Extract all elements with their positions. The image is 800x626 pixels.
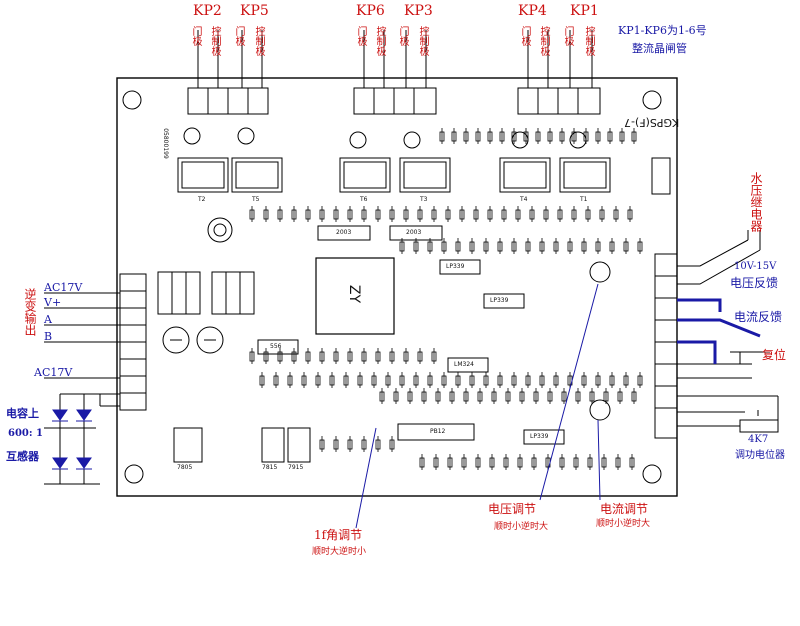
chip-u2-label: LP339: [490, 297, 509, 304]
label-voltage-adjust: 电压调节: [488, 502, 537, 516]
ic-556-label: 556: [270, 343, 282, 350]
label-kp2: KP2: [193, 3, 222, 19]
transformer-t4: T4: [520, 196, 528, 203]
label-kp3-control: 控制极: [417, 26, 428, 56]
label-current-adjust: 电流调节: [600, 502, 649, 516]
right-connector: [651, 157, 678, 439]
chip-u3-label: LM324: [454, 361, 474, 368]
chip-u4-label: LP339: [530, 433, 549, 440]
transformer-t6: T6: [360, 196, 368, 203]
mount-hole-top-right: [642, 90, 662, 110]
label-current-note: 顺时小逆时大: [596, 519, 651, 529]
reg-7805-label: 7805: [177, 464, 193, 471]
label-ac17v-bottom: AC17V: [34, 366, 73, 379]
label-a: A: [44, 313, 52, 326]
label-ct-line3: 互感器: [6, 450, 39, 463]
main-chip-outline: [315, 257, 395, 335]
chip-u8-label: 2003: [406, 229, 422, 236]
label-kp2-gate: 门极: [190, 26, 201, 46]
top-connector-wires: [197, 30, 593, 88]
label-kp3: KP3: [404, 3, 433, 19]
thyristor-note-line1: KP1-KP6为1-6号: [618, 24, 707, 37]
label-vplus: V+: [44, 296, 62, 309]
label-kp3-gate: 门极: [397, 26, 408, 46]
label-ct-line2: 600: 1: [8, 428, 44, 439]
label-angle-adjust: 1f角调节: [314, 528, 363, 542]
label-kp6: KP6: [356, 3, 385, 19]
label-b: B: [44, 330, 53, 343]
label-kp5-gate: 门极: [233, 26, 244, 46]
label-kp6-control: 控制极: [374, 26, 385, 56]
resistor-rows: [249, 128, 643, 470]
transformer-t5: T5: [252, 196, 260, 203]
label-angle-note: 顺时大逆时小: [312, 547, 367, 557]
thyristor-note-line2: 整流晶闸管: [632, 42, 687, 55]
chip-u6-label: 2003: [336, 229, 352, 236]
label-voltage-note: 顺时小逆时大: [494, 522, 549, 532]
reg-7815-label: 7815: [262, 464, 278, 471]
label-current-feedback: 电流反馈: [734, 310, 783, 324]
reg-7915-label: 7915: [288, 464, 304, 471]
feedback-wires-bold: [677, 298, 761, 364]
label-kp6-gate: 门极: [355, 26, 366, 46]
label-kp1-gate: 门极: [562, 26, 573, 46]
mount-hole-top-left: [122, 90, 142, 110]
connector-kp4-kp1: [517, 87, 601, 115]
label-kp4-control: 控制极: [538, 26, 549, 56]
label-reset: 复位: [762, 348, 787, 362]
connector-kp2-kp5: [187, 87, 269, 115]
capacitors-large: [162, 326, 224, 354]
pot-12-label: PB12: [430, 428, 446, 435]
label-pot-value: 4K7: [748, 434, 769, 445]
label-kp5-control: 控制极: [253, 26, 264, 56]
transformer-t1: T1: [580, 196, 588, 203]
left-wiring: [44, 292, 120, 485]
ct-diodes: [52, 409, 92, 470]
board-model: KGPS(F)-7: [624, 116, 680, 129]
label-kp1-control: 控制极: [583, 26, 594, 56]
label-kp4-gate: 门极: [519, 26, 530, 46]
right-wiring: [677, 230, 779, 433]
transformers: [177, 157, 611, 193]
mount-hole-bottom-right: [642, 464, 662, 484]
label-ac17v-top: AC17V: [44, 281, 83, 294]
label-pot-name: 调功电位器: [735, 450, 785, 461]
board-date: 05800199: [161, 128, 169, 159]
mount-hole-bottom-left: [124, 464, 144, 484]
connector-kp6-kp3: [353, 87, 437, 115]
relays: [157, 271, 255, 315]
transformer-t2: T2: [198, 196, 206, 203]
adjust-pointer-lines: [355, 283, 601, 529]
main-chip-label: ZY: [346, 284, 363, 304]
label-kp5: KP5: [240, 3, 269, 19]
label-ct-line1: 电容上: [6, 407, 39, 420]
label-water-relay: 水压继电器: [749, 172, 763, 232]
left-connector: [119, 273, 147, 411]
label-inverter-output: 逆变输出: [23, 288, 37, 336]
label-kp2-control: 控制极: [209, 26, 220, 56]
label-voltage-feedback: 电压反馈: [730, 276, 779, 290]
label-voltage-range: 10V-15V: [734, 261, 777, 272]
chip-u1-label: LP339: [446, 263, 465, 270]
label-kp1: KP1: [570, 3, 599, 19]
label-kp4: KP4: [518, 3, 547, 19]
ic-chips: [173, 225, 565, 463]
transformer-t3: T3: [420, 196, 428, 203]
pcb-outline: [116, 77, 678, 497]
